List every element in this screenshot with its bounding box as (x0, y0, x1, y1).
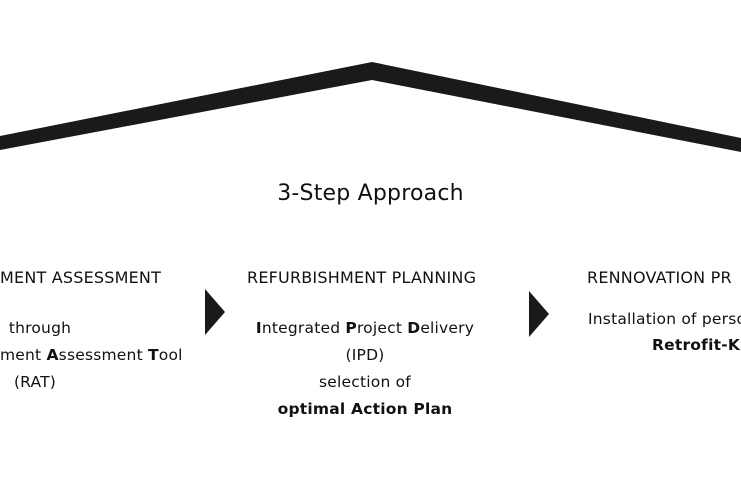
arrow-right-icon (529, 291, 549, 337)
step-2-line-2: (IPD) (345, 346, 385, 364)
step-3-line-2: Retrofit-Kit (652, 336, 741, 354)
step-2-line-4: optimal Action Plan (277, 400, 453, 418)
arrow-right-icon (205, 289, 225, 335)
step-1-line-2: ment Assessment Tool (0, 346, 183, 364)
step-1-line-3: (RAT) (13, 373, 57, 391)
step-3-line-1: Installation of perso (588, 310, 741, 328)
step-2-line-1: Integrated Project Delivery (255, 319, 475, 337)
roof-outline (0, 62, 741, 152)
step-1-line-1: through (8, 319, 72, 337)
diagram-title: 3-Step Approach (277, 181, 464, 206)
step-2-line-3: selection of (319, 373, 411, 391)
step-1-heading: MENT ASSESSMENT (0, 268, 162, 287)
step-2-heading: REFURBISHMENT PLANNING (247, 268, 477, 287)
step-3-heading: RENNOVATION PR (587, 268, 732, 287)
